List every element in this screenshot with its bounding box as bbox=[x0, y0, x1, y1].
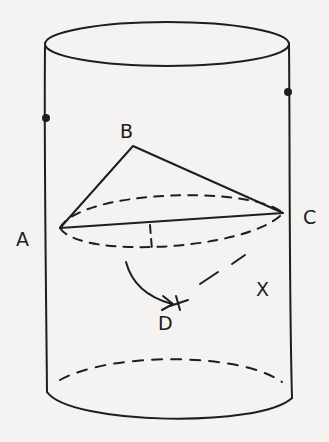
bottom-back bbox=[60, 359, 282, 382]
right-side bbox=[289, 44, 292, 398]
triangle-abc bbox=[60, 146, 283, 228]
left-side bbox=[45, 46, 47, 392]
side-dot bbox=[285, 89, 291, 95]
point-d bbox=[170, 296, 188, 310]
dashed-cd bbox=[200, 255, 245, 284]
point-label: A bbox=[16, 230, 29, 249]
side-dot bbox=[43, 115, 49, 121]
point-label: B bbox=[120, 122, 133, 141]
mid-ellipse-back bbox=[60, 195, 283, 228]
arrow-head bbox=[162, 296, 173, 310]
point-label: C bbox=[303, 208, 316, 227]
point-label: D bbox=[158, 314, 173, 333]
mid-ellipse-front bbox=[60, 213, 283, 247]
point-label: X bbox=[256, 280, 269, 299]
bottom-front bbox=[47, 392, 292, 419]
top-rim bbox=[45, 22, 289, 66]
dashed-drop bbox=[150, 225, 152, 250]
